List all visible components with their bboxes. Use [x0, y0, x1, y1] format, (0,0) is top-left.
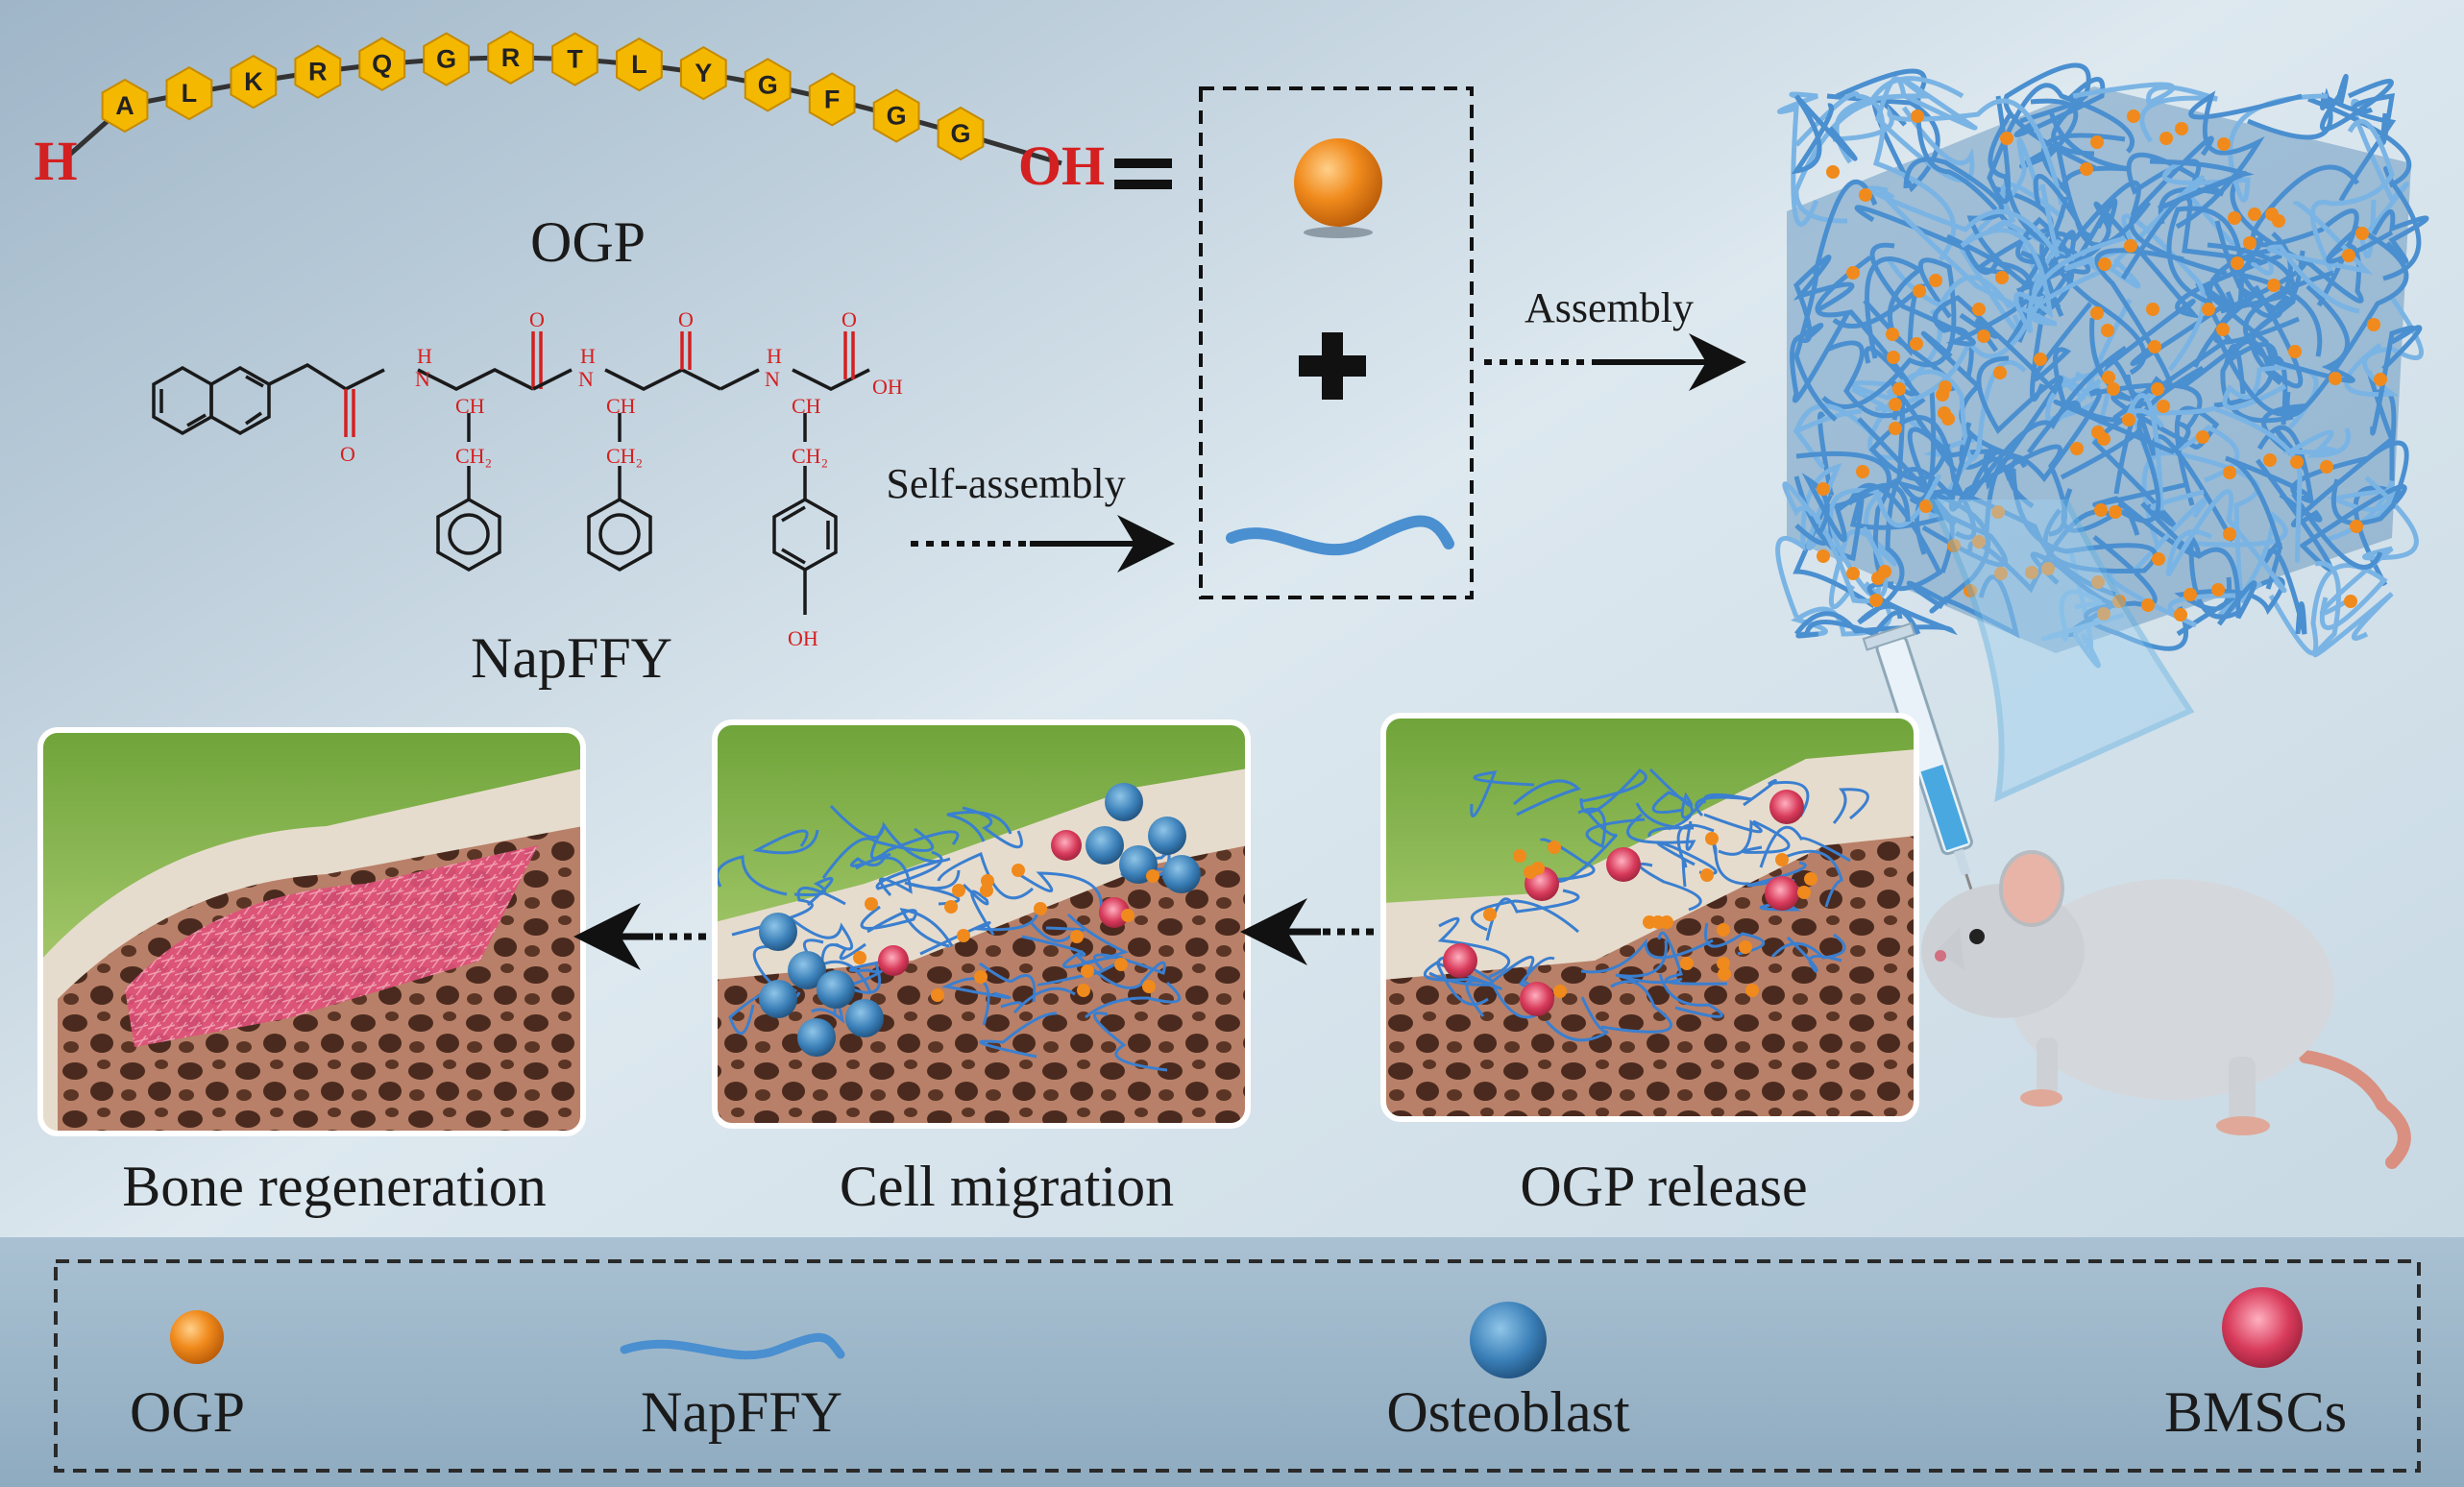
svg-text:O: O [340, 442, 355, 466]
legend-bmscs-icon [2222, 1287, 2303, 1368]
hydrogel-network [1775, 62, 2429, 669]
equals-sign [1114, 158, 1172, 189]
svg-text:CH: CH [792, 394, 821, 418]
napffy-structure [152, 331, 870, 615]
peptide-residue-letter: Q [372, 50, 392, 79]
svg-text:CH₂: CH₂ [455, 444, 492, 468]
peptide-n-terminus: H [34, 130, 77, 192]
peptide-residue: A [101, 78, 149, 134]
panel-bone-regeneration [37, 727, 586, 1136]
svg-text:O: O [529, 307, 545, 331]
peptide-residue: G [937, 106, 985, 161]
legend-napffy-label: NapFFY [641, 1380, 842, 1444]
ogp-label: OGP [530, 210, 646, 274]
napffy-atom-labels: N H N H N H O O O O OH CH CH₂ CH CH₂ CH … [340, 307, 903, 650]
svg-text:O: O [678, 307, 694, 331]
components-box [1199, 86, 1474, 599]
cell-migration-label: Cell migration [840, 1155, 1174, 1218]
peptide-residue: L [616, 37, 663, 92]
peptide-residue-letter: K [244, 67, 263, 96]
peptide-residue-letter: R [308, 58, 328, 86]
assembly-label: Assembly [1525, 284, 1694, 331]
svg-text:H: H [417, 344, 432, 368]
peptide-residue-letter: G [436, 45, 456, 74]
svg-text:N: N [578, 367, 594, 391]
peptide-residue-letter: G [758, 70, 778, 99]
peptide-residue-letter: Y [695, 59, 712, 87]
legend-napffy-icon [620, 1332, 845, 1360]
legend-osteoblast: Osteoblast [1386, 1302, 1630, 1444]
legend-ogp-label: OGP [130, 1380, 245, 1444]
panel-cell-migration [712, 719, 1251, 1129]
injection-beam [1928, 498, 2195, 803]
peptide-residue-letter: A [115, 91, 134, 120]
ogp-release-label: OGP release [1520, 1155, 1807, 1218]
peptide-residue: Y [679, 45, 727, 101]
peptide-residue: Q [358, 37, 406, 91]
peptide-residue-letter: L [631, 50, 647, 79]
peptide-residue: F [808, 72, 856, 127]
ogp-sphere-icon [1294, 138, 1382, 238]
napffy-label: NapFFY [471, 626, 672, 690]
svg-text:CH₂: CH₂ [792, 444, 828, 468]
legend-ogp-icon [170, 1310, 224, 1364]
peptide-residue-letter: G [887, 102, 907, 131]
peptide-residue-letter: L [182, 79, 198, 108]
peptide-c-terminus: OH [1018, 134, 1105, 197]
svg-text:CH₂: CH₂ [606, 444, 643, 468]
svg-text:CH: CH [455, 394, 485, 418]
svg-text:N: N [765, 367, 780, 391]
svg-text:OH: OH [872, 375, 903, 399]
svg-text:H: H [580, 344, 596, 368]
rat-illustration [1921, 850, 2411, 1169]
svg-text:O: O [842, 307, 857, 331]
bone-regeneration-label: Bone regeneration [122, 1155, 546, 1218]
peptide-residue-letter: T [567, 45, 583, 74]
peptide-residue: L [165, 65, 213, 121]
legend-band [0, 1237, 2464, 1487]
legend-bmscs: BMSCs [2164, 1287, 2347, 1444]
peptide-residue: G [423, 32, 470, 86]
peptide-residue: K [230, 54, 278, 110]
legend-ogp: OGP [130, 1310, 245, 1444]
peptide-residue-letter: R [501, 43, 521, 72]
panel-ogp-release [1380, 713, 1919, 1122]
plus-icon [1299, 332, 1366, 400]
svg-text:OH: OH [788, 626, 818, 650]
legend-bmscs-label: BMSCs [2164, 1380, 2347, 1444]
peptide-residue: R [294, 44, 342, 99]
self-assembly-label: Self-assembly [886, 460, 1125, 507]
legend-osteoblast-icon [1470, 1302, 1547, 1378]
peptide-residue: T [551, 32, 598, 86]
peptide-residue-letter: F [824, 85, 841, 113]
peptide-residue: R [487, 30, 534, 85]
peptide-residue-letter: G [950, 119, 970, 148]
ogp-peptide-chain: A L K R Q G R T L Y G F G G H OH [34, 30, 1105, 197]
napffy-fiber-icon [1226, 515, 1454, 556]
svg-text:CH: CH [606, 394, 636, 418]
legend-napffy: NapFFY [620, 1332, 845, 1444]
svg-text:N: N [415, 367, 430, 391]
svg-text:H: H [767, 344, 782, 368]
legend-osteoblast-label: Osteoblast [1386, 1380, 1630, 1444]
legend-box [54, 1259, 2421, 1473]
peptide-residue: G [744, 58, 792, 112]
peptide-residue: G [872, 88, 920, 143]
